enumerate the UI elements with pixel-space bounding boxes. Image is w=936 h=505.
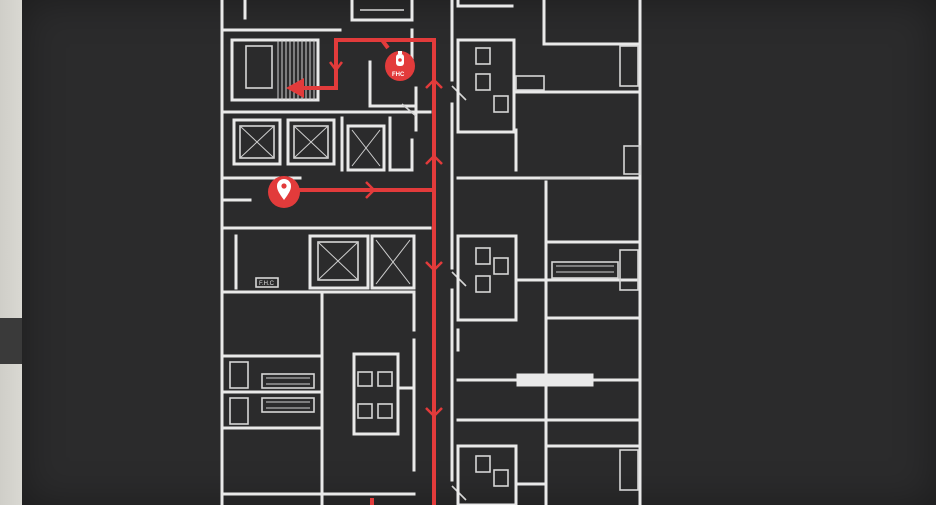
washroom-unit-1 — [456, 38, 516, 134]
washroom-unit-3 — [456, 444, 518, 505]
route-chevron-up — [425, 78, 443, 89]
left-wing: F.H.C — [220, 0, 432, 505]
location-pin-icon — [277, 179, 291, 200]
right-wing — [456, 0, 642, 505]
route-chevron-down — [425, 407, 443, 418]
fhc-box-label: F.H.C — [259, 281, 275, 287]
route-chevron-down — [425, 261, 443, 272]
lift-1 — [232, 118, 282, 166]
you-are-here-marker — [268, 176, 300, 208]
wall-panel — [516, 373, 594, 387]
washroom-unit-2 — [456, 234, 518, 322]
exit-arrow-icon — [286, 78, 304, 98]
stairwell — [230, 38, 320, 102]
fire-extinguisher-icon — [396, 51, 404, 66]
route-chevron-up — [425, 154, 443, 165]
evacuation-route — [286, 38, 443, 505]
washroom-left — [352, 352, 400, 436]
fire-hose-cabinet-marker: FHC — [385, 51, 415, 81]
corridor-doors — [401, 0, 467, 501]
lift-3 — [308, 234, 370, 290]
fhc-marker-label: FHC — [392, 72, 405, 78]
lift-2 — [286, 118, 336, 166]
fhc-cabinet-box — [255, 277, 279, 288]
route-chevron-right — [365, 181, 376, 199]
route-chevron-down — [329, 61, 343, 73]
wall-fixture — [0, 318, 22, 364]
